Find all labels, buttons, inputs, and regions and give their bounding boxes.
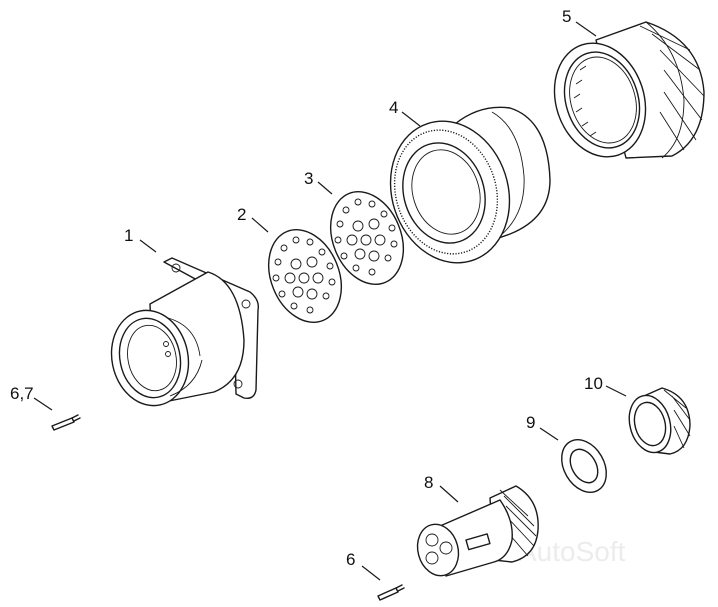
leader-6 — [361, 565, 381, 581]
callout-6: 6 — [346, 550, 355, 569]
leader-10 — [605, 385, 627, 397]
callout-2: 2 — [237, 205, 246, 224]
leader-2 — [251, 217, 269, 233]
callout-10: 10 — [584, 374, 603, 393]
part-4-knurled-shell — [389, 106, 551, 264]
leader-9 — [539, 427, 559, 441]
leader-6-7 — [33, 397, 53, 411]
part-10-small-nut — [628, 387, 691, 455]
part-6-contact-pin — [377, 584, 405, 601]
callout-5: 5 — [562, 7, 571, 26]
part-8-plug-insert — [416, 485, 539, 577]
part-3-insert-disc — [330, 191, 404, 285]
callout-1: 1 — [124, 226, 133, 245]
leader-1 — [139, 239, 157, 253]
part-5-coupling-nut — [553, 21, 705, 159]
part-1-flange-receptacle — [110, 257, 260, 407]
callout-3: 3 — [304, 169, 313, 188]
callout-8: 8 — [424, 473, 433, 492]
part-6-7-contact-pin — [51, 414, 81, 431]
callout-4: 4 — [389, 98, 398, 117]
part-2-gasket-disc — [268, 229, 342, 323]
leader-8 — [439, 485, 459, 503]
callout-6-7: 6,7 — [10, 384, 34, 403]
leader-5 — [575, 21, 597, 37]
part-9-washer — [561, 439, 607, 493]
leader-4 — [401, 111, 421, 127]
callout-9: 9 — [526, 413, 535, 432]
leader-3 — [317, 181, 333, 195]
